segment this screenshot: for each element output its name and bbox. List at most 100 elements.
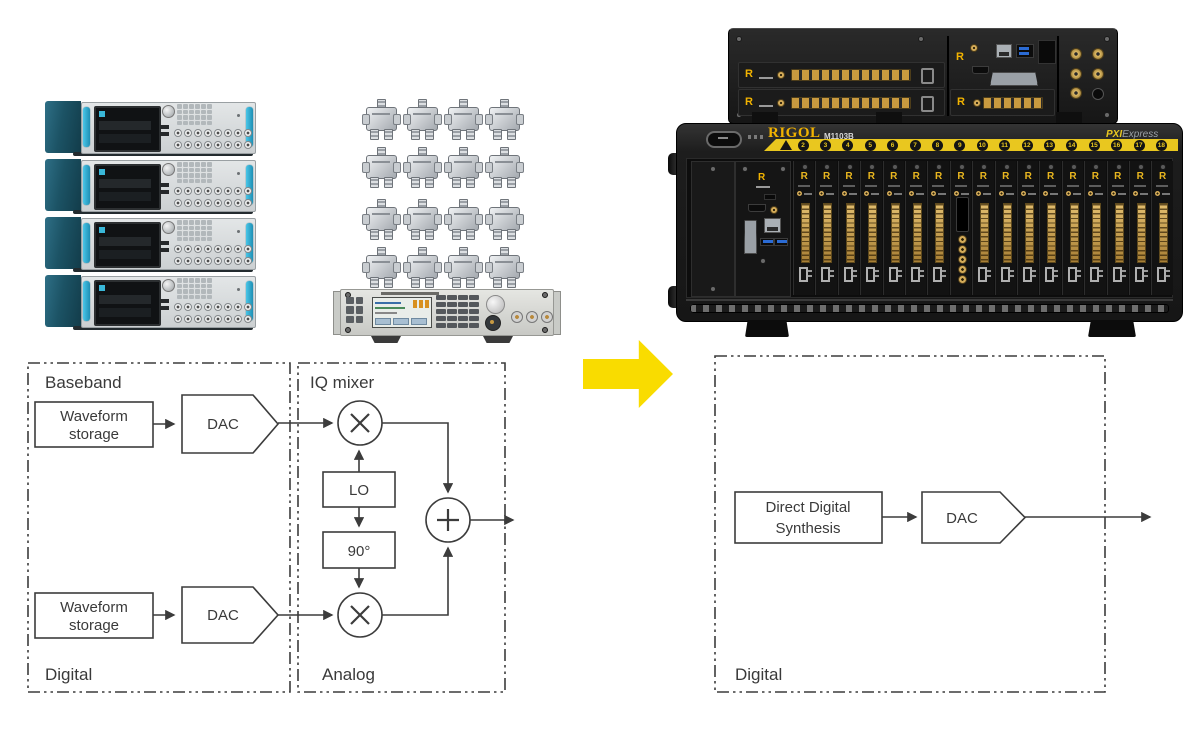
keypad-key	[436, 295, 446, 301]
mount-ear	[393, 262, 401, 273]
bnc-connector-rows	[174, 245, 252, 265]
mixer-x-icon	[350, 605, 370, 625]
button-cell	[177, 294, 182, 299]
screw	[1048, 164, 1055, 170]
instrument-module: R	[1017, 161, 1039, 295]
screen-logo	[99, 169, 105, 175]
button-cell	[201, 225, 206, 230]
keypad-key	[469, 295, 479, 301]
nav-dpad	[485, 315, 501, 331]
button-cell	[189, 167, 194, 172]
lo-box	[322, 471, 396, 508]
button-cell	[207, 104, 212, 109]
region-footer: Digital	[45, 665, 92, 684]
right-block-diagram: Digital Direct Digital Synthesis DAC	[714, 355, 1152, 693]
bnc-connector	[234, 315, 242, 323]
gold-pin-strip	[935, 203, 945, 263]
screw	[981, 164, 988, 170]
rotary-knob	[162, 163, 175, 176]
bnc-connector	[204, 257, 212, 265]
slot-number-badge: 12	[1021, 139, 1033, 151]
button-cell	[183, 236, 188, 241]
usb-ports	[160, 241, 169, 255]
sma-connector	[1070, 87, 1082, 99]
rf-splitter	[444, 199, 483, 240]
splitter-body	[448, 207, 479, 231]
usb-port	[774, 238, 788, 246]
bnc-connector	[174, 187, 182, 195]
sma-connector	[998, 191, 1004, 196]
softkey-label	[411, 318, 427, 325]
gold-connector	[957, 255, 967, 264]
sma-connector	[953, 191, 959, 196]
bnc-connector	[224, 245, 232, 253]
digital-region-box	[714, 355, 1106, 693]
screw	[918, 36, 924, 42]
handle	[83, 165, 90, 205]
splitter-output-port	[452, 129, 461, 140]
bnc-connector	[184, 315, 192, 323]
screen-logo	[99, 111, 105, 117]
foot	[752, 112, 778, 124]
label-line	[1095, 193, 1104, 195]
bnc-connector	[224, 129, 232, 137]
sma-connector	[973, 99, 981, 107]
usb-c-port	[764, 194, 776, 200]
label-line	[1140, 193, 1148, 195]
screw	[1104, 112, 1110, 118]
bnc-connector	[224, 141, 232, 149]
splitter-output-port	[452, 177, 461, 188]
chassis-base	[73, 268, 253, 272]
latch	[1135, 267, 1148, 282]
chassis-base	[73, 326, 253, 330]
button-cell	[177, 278, 182, 283]
awg-stack	[45, 98, 256, 330]
rigol-r-logo: R	[745, 68, 753, 80]
gold-pin-strip	[890, 203, 900, 263]
bnc-connector	[194, 257, 202, 265]
status-leds	[748, 135, 764, 139]
bnc-connector	[224, 199, 232, 207]
dac-block	[181, 586, 280, 644]
instrument-module: R	[994, 161, 1016, 295]
screen-row	[99, 192, 151, 201]
slot-number-badge: 16	[1111, 139, 1123, 151]
hdmi-port	[748, 204, 766, 212]
button-cell	[207, 178, 212, 183]
box-label: Direct Digital	[765, 499, 850, 516]
foot	[1088, 320, 1136, 337]
slot-number-badge: 5	[864, 139, 876, 151]
screw	[237, 288, 240, 291]
rf-splitter	[485, 199, 524, 240]
label-line	[413, 161, 431, 163]
splitter-body	[366, 155, 397, 179]
mount-ear	[403, 214, 411, 225]
button-cell	[183, 104, 188, 109]
label-line	[893, 193, 902, 195]
slot-number-badge: 17	[1133, 139, 1145, 151]
usb-port	[760, 238, 774, 246]
mount-ear	[444, 114, 452, 125]
slot-number-badge: 11	[999, 139, 1011, 151]
sma-connector	[1088, 191, 1094, 196]
usb-ports	[160, 299, 169, 313]
rf-splitter	[485, 99, 524, 140]
slot-number-badge: 2	[797, 139, 809, 151]
button-cell	[183, 109, 188, 114]
hdmi-port	[972, 66, 989, 74]
gold-connector	[957, 235, 967, 244]
gold-pin-strip	[845, 203, 855, 263]
button-cell	[189, 115, 194, 120]
model-text-line	[1089, 185, 1102, 187]
blank-panel	[691, 161, 735, 297]
splitter-output-port	[370, 177, 379, 188]
bnc-connector	[234, 199, 242, 207]
bnc-connector	[194, 303, 202, 311]
mount-ear	[393, 214, 401, 225]
screw	[958, 164, 965, 170]
handle	[83, 223, 90, 263]
bnc-connector	[224, 303, 232, 311]
sma-connector	[777, 71, 785, 79]
bnc-connector	[234, 257, 242, 265]
bnc-connector	[214, 303, 222, 311]
